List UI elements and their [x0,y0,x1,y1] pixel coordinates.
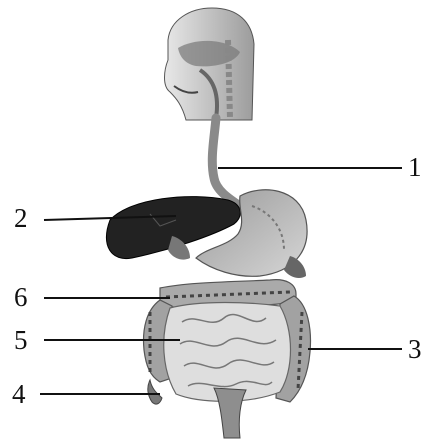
appendix [148,380,162,404]
label-6: 6 [14,284,28,311]
label-4: 4 [12,381,26,408]
rectum [214,388,246,438]
label-3: 3 [408,336,422,363]
label-2: 2 [14,205,28,232]
esophagus [212,118,240,206]
label-5: 5 [14,327,28,354]
head-section [165,8,255,120]
label-1: 1 [408,154,422,181]
